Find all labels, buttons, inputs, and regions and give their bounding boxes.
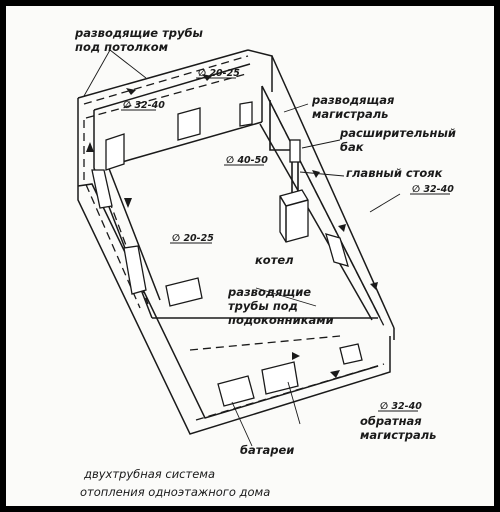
radiator-3 xyxy=(239,101,253,127)
flow-arrows xyxy=(86,74,378,378)
label-pipes-sills-3: подоконниками xyxy=(228,313,334,327)
label-main-riser: главный стояк xyxy=(346,166,444,180)
right-supply-pipe xyxy=(267,97,385,327)
radiator-2 xyxy=(177,107,201,141)
caption: двухтрубная система отопления одноэтажно… xyxy=(80,467,270,499)
expansion-tank xyxy=(289,139,301,163)
leader-ceiling-1 xyxy=(83,49,111,97)
dim-riser: ∅ 40-50 xyxy=(226,155,268,166)
arrow-4 xyxy=(202,74,212,81)
arrow-5 xyxy=(312,170,320,178)
dim-inner-left: ∅ 20-25 xyxy=(172,233,214,244)
boiler xyxy=(279,189,309,243)
heating-diagram: разводящие трубы под потолком разводящая… xyxy=(74,26,456,499)
label-boiler: котел xyxy=(255,253,294,267)
leader-return xyxy=(287,381,301,425)
pipe-diameters: ∅ 20-25 ∅ 32-40 ∅ 40-50 ∅ 32-40 ∅ 20-25 … xyxy=(121,68,454,412)
return-main-pipe xyxy=(195,363,385,421)
label-return-main-1: обратная xyxy=(360,414,422,428)
radiator-1 xyxy=(105,133,125,171)
dim-bottom-right: ∅ 32-40 xyxy=(380,401,422,412)
arrow-9 xyxy=(330,370,340,378)
arrow-7 xyxy=(370,282,378,290)
label-return-main-2: магистраль xyxy=(360,428,436,442)
label-pipes-ceiling-1: разводящие трубы xyxy=(74,26,204,40)
leader-ceiling-2 xyxy=(109,49,147,79)
radiator-5 xyxy=(91,169,113,209)
radiator-10 xyxy=(217,375,255,407)
boiler-body xyxy=(279,189,309,243)
dim-top-left: ∅ 32-40 xyxy=(123,100,165,111)
label-pipes-sills-1: разводящие xyxy=(227,285,311,299)
radiator-4 xyxy=(123,245,147,295)
label-supply-main-1: разводящая xyxy=(311,93,395,107)
caption-line-1: двухтрубная система xyxy=(83,467,215,481)
label-expansion-tank-1: расширительный xyxy=(339,126,456,140)
labels: разводящие трубы под потолком разводящая… xyxy=(74,26,456,457)
label-pipes-ceiling-2: под потолком xyxy=(75,40,169,54)
radiator-7 xyxy=(325,233,349,267)
radiator-6 xyxy=(165,277,203,307)
expansion-tank-body xyxy=(289,139,301,163)
dim-top-back: ∅ 20-25 xyxy=(198,68,240,79)
label-batteries: батареи xyxy=(240,443,294,457)
leader-batteries xyxy=(231,401,253,447)
arrow-1 xyxy=(126,88,136,95)
leader-tank xyxy=(301,139,341,149)
leader-sills xyxy=(255,287,317,307)
arrow-8 xyxy=(292,352,300,360)
arrow-2 xyxy=(86,142,94,152)
label-supply-main-2: магистраль xyxy=(312,107,388,121)
diagram-frame: разводящие трубы под потолком разводящая… xyxy=(6,6,494,506)
house-walls xyxy=(77,49,395,435)
dim-right: ∅ 32-40 xyxy=(412,184,454,195)
radiators xyxy=(91,101,363,407)
leader-riser xyxy=(299,171,345,177)
radiator-8 xyxy=(339,343,363,365)
ceiling-supply-pipe xyxy=(83,55,249,105)
arrow-6 xyxy=(338,224,346,232)
leader-right xyxy=(369,193,401,213)
arrow-3 xyxy=(124,198,132,208)
label-expansion-tank-2: бак xyxy=(340,140,365,154)
caption-line-2: отопления одноэтажного дома xyxy=(80,485,270,499)
leader-lines xyxy=(83,49,401,447)
leader-supply-main xyxy=(283,103,309,113)
radiator-9 xyxy=(261,361,299,395)
label-pipes-sills-2: трубы под xyxy=(228,299,298,313)
